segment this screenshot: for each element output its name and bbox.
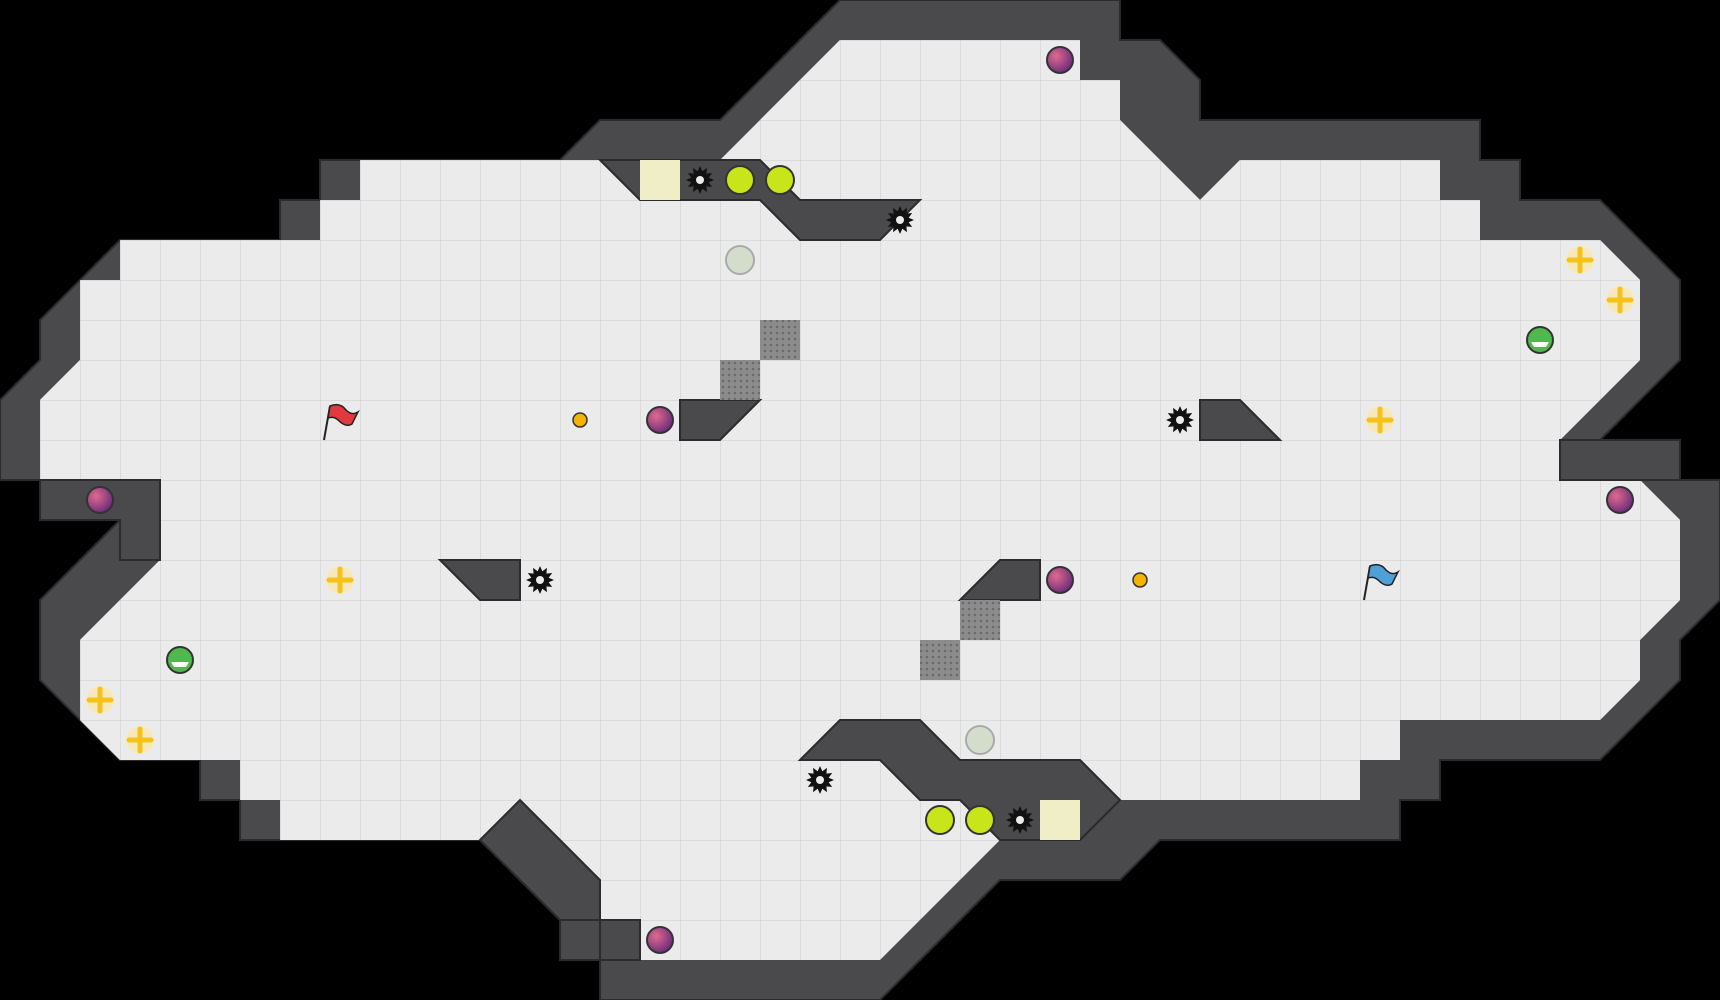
gate-tile [960,600,1000,640]
spike-icon [886,206,914,234]
floor-center [40,240,1240,800]
spike-icon [1006,806,1034,834]
inactive-portal [725,245,755,275]
wall-diag-3 [437,559,521,601]
bomb-icon [1606,486,1634,514]
bomb-icon [1046,566,1074,594]
spike-icon [526,566,554,594]
portal-icon [1606,286,1634,314]
wall-diag-2 [1199,399,1283,441]
portal-icon [326,566,354,594]
portal-icon [86,686,114,714]
inactive-portal [965,725,995,755]
gate-tile [720,360,760,400]
boost-pad [965,805,995,835]
powerup-icon [1526,326,1554,354]
team-tile [1040,800,1080,840]
wall-bottom-bump [478,798,641,961]
portal-icon [1366,406,1394,434]
powerup-icon [166,646,194,674]
team-tile [640,160,680,200]
portal-icon [126,726,154,754]
bomb-icon [646,406,674,434]
portal-icon [1566,246,1594,274]
bomb-icon [86,486,114,514]
red-flag-icon [323,403,360,441]
gate-tile [920,640,960,680]
boost-pad [925,805,955,835]
blue-flag-icon [1363,563,1400,601]
spike-icon [806,766,834,794]
bomb-icon [646,926,674,954]
wall-left-notch [39,479,161,561]
spike-icon [1166,406,1194,434]
button [572,412,588,428]
floor-right [1200,160,1680,720]
wall-diag-4 [957,559,1041,601]
floor-left-top [320,200,600,240]
boost-pad [765,165,795,195]
gate-tile [760,320,800,360]
button [1132,572,1148,588]
floor-top [760,40,1200,240]
boost-pad [725,165,755,195]
spike-icon [686,166,714,194]
bomb-icon [1046,46,1074,74]
wall-right-notch [1559,439,1681,481]
